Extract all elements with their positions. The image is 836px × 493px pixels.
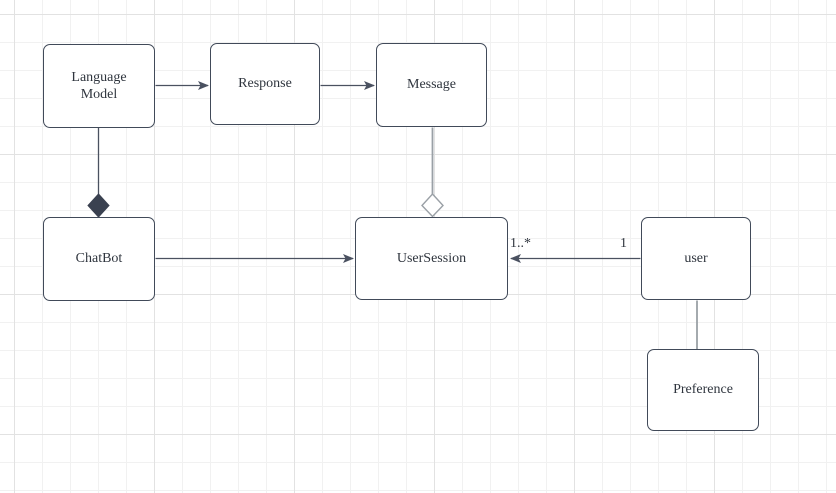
node-label: Message: [407, 77, 456, 93]
edge-message-to-usersession[interactable]: [421, 127, 444, 218]
node-label: Preference: [673, 382, 733, 398]
node-usersession[interactable]: UserSession: [355, 217, 508, 300]
multiplicity-label-usersession-end: 1..*: [510, 236, 531, 251]
node-label: ChatBot: [75, 251, 123, 267]
node-label: Language Model: [71, 69, 127, 103]
node-response[interactable]: Response: [210, 43, 320, 125]
multiplicity-label-user-end: 1: [620, 236, 627, 251]
aggregation-diamond-icon: [421, 192, 444, 218]
node-label: UserSession: [396, 250, 467, 266]
edge-language-model-to-chatbot[interactable]: [87, 128, 110, 218]
node-label: user: [684, 250, 708, 266]
node-chatbot[interactable]: ChatBot: [43, 217, 155, 301]
node-language-model[interactable]: Language Model: [43, 44, 155, 128]
node-user[interactable]: user: [641, 217, 751, 300]
composition-diamond-icon: [87, 193, 110, 218]
node-preference[interactable]: Preference: [647, 349, 759, 431]
node-label: Response: [238, 76, 292, 92]
node-message[interactable]: Message: [376, 43, 487, 127]
